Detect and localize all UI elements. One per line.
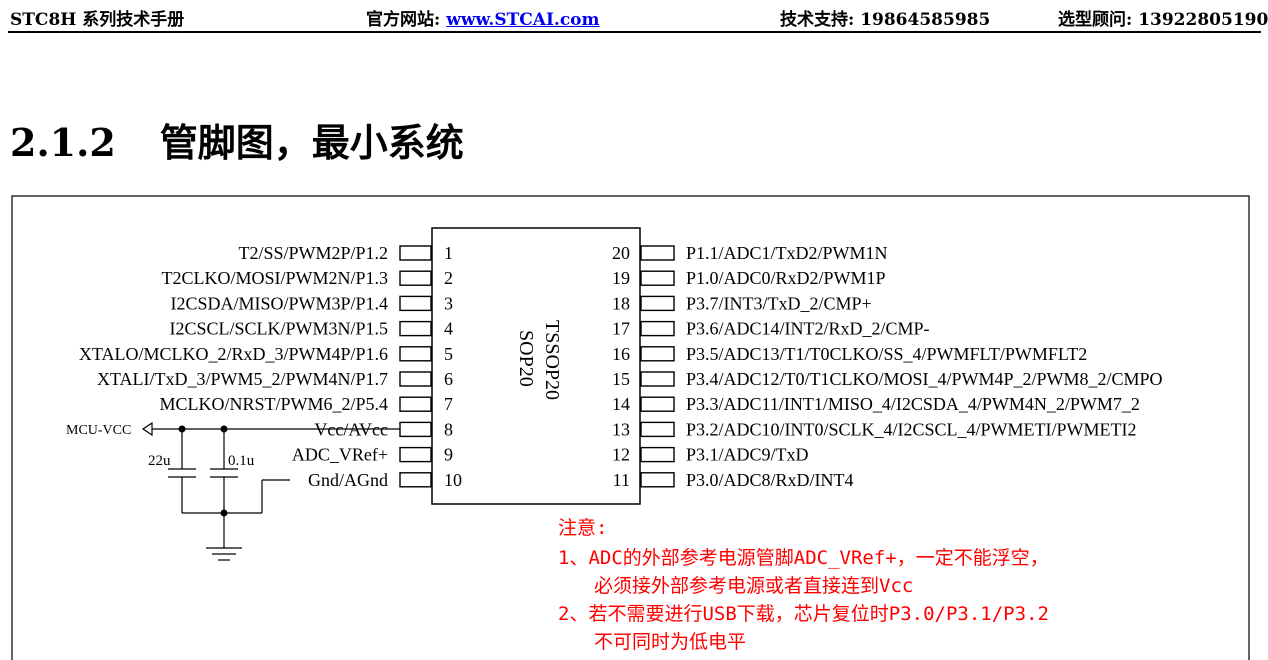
support-phone: 技术支持: 19864585985 (780, 10, 991, 30)
pin-number-left: 8 (444, 419, 453, 439)
mcu-vcc-label: MCU-VCC (66, 423, 131, 438)
pin-box-left (399, 320, 432, 337)
note-line-4: 不可同时为低电平 (594, 631, 746, 653)
pin-number-left: 6 (444, 369, 453, 389)
pin-box-left (399, 245, 432, 261)
pin-number-right: 19 (612, 268, 630, 288)
pin-label-left: XTALI/TxD_3/PWM5_2/PWM4N/P1.7 (97, 369, 388, 389)
pin-box-right (640, 346, 675, 362)
pin-label-right: P3.5/ADC13/T1/T0CLKO/SS_4/PWMFLT/PWMFLT2 (686, 344, 1087, 364)
vcc-arrow (141, 421, 153, 437)
pin-label-right: P3.0/ADC8/RxD/INT4 (686, 470, 854, 490)
junction-dot (220, 425, 228, 433)
pin-label-left: I2CSCL/SCLK/PWM3N/P1.5 (169, 319, 388, 339)
pin-box-right (640, 421, 675, 438)
pin-number-left: 4 (444, 319, 453, 339)
pin-box-left (399, 446, 432, 463)
pin-label-right: P1.1/ADC1/TxD2/PWM1N (686, 243, 888, 263)
pin-box-left (399, 396, 432, 412)
package-name-1: TSSOP20 (541, 320, 563, 400)
pin-box-right (640, 396, 675, 412)
section-title: 管脚图，最小系统 (159, 120, 464, 165)
decoupling-circuit (141, 421, 400, 561)
pin-box-right (640, 245, 675, 261)
pin-number-left: 5 (444, 344, 453, 364)
website: 官方网站: www.STCAI.com (366, 5, 600, 30)
pin-box-right (640, 320, 675, 337)
junction-dot (178, 425, 186, 433)
pin-number-right: 15 (612, 369, 630, 389)
pin-box-right (640, 446, 675, 463)
pin-box-left (399, 295, 432, 312)
pin-label-right: P3.2/ADC10/INT0/SCLK_4/I2CSCL_4/PWMETI/P… (686, 419, 1137, 439)
section-heading: 2.1.2 管脚图，最小系统 (10, 112, 464, 167)
figure-frame (11, 195, 1250, 660)
pin-box-left (399, 421, 432, 438)
pin-label-left: Gnd/AGnd (308, 470, 388, 490)
notes-block: 注意: 1、ADC的外部参考电源管脚ADC_VRef+，一定不能浮空， 必须接外… (558, 517, 1049, 653)
pin-number-left: 7 (444, 394, 453, 414)
pin-label-left: T2/SS/PWM2P/P1.2 (238, 243, 388, 263)
pin-number-right: 13 (612, 419, 630, 439)
note-heading: 注意: (558, 517, 607, 539)
note-line-1: 1、ADC的外部参考电源管脚ADC_VRef+，一定不能浮空， (558, 547, 1049, 569)
website-link[interactable]: www.STCAI.com (446, 10, 600, 30)
pin-number-right: 11 (613, 470, 630, 490)
package-name-2: SOP20 (515, 330, 537, 387)
consult-phone: 选型顾问: 13922805190 (1058, 10, 1268, 30)
note-line-2: 必须接外部参考电源或者直接连到Vcc (594, 575, 913, 597)
pin-number-left: 10 (444, 470, 462, 490)
pin-number-right: 20 (612, 243, 630, 263)
cap2-value: 0.1u (228, 453, 255, 469)
pin-label-right: P1.0/ADC0/RxD2/PWM1P (686, 268, 886, 288)
pin-number-left: 1 (444, 243, 453, 263)
pin-label-right: P3.4/ADC12/T0/T1CLKO/MOSI_4/PWM4P_2/PWM8… (686, 369, 1163, 389)
pin-label-right: P3.3/ADC11/INT1/MISO_4/I2CSDA_4/PWM4N_2/… (686, 394, 1140, 414)
pin-label-left: I2CSDA/MISO/PWM3P/P1.4 (170, 293, 388, 313)
doc-title: STC8H 系列技术手册 (10, 10, 185, 30)
pin-label-left: T2CLKO/MOSI/PWM2N/P1.3 (161, 268, 388, 288)
pin-number-right: 18 (612, 293, 630, 313)
pin-label-left: ADC_VRef+ (292, 445, 388, 465)
pin-box-right (640, 472, 675, 488)
chip-body (431, 227, 641, 505)
pin-number-left: 2 (444, 268, 453, 288)
section-number: 2.1.2 (10, 120, 116, 165)
pin-number-left: 9 (444, 445, 453, 465)
pin-box-right (640, 270, 675, 286)
pin-box-left (399, 371, 432, 387)
pin-box-right (640, 295, 675, 312)
header-divider (8, 31, 1261, 33)
pin-number-right: 14 (612, 394, 630, 414)
page-header: STC8H 系列技术手册 官方网站: www.STCAI.com 技术支持: 1… (0, 0, 1268, 33)
pin-box-right (640, 371, 675, 387)
pin-box-left (399, 472, 432, 488)
pin-box-left (399, 270, 432, 286)
pin-number-right: 12 (612, 445, 630, 465)
pin-number-right: 17 (612, 319, 630, 339)
pin-label-left: XTALO/MCLKO_2/RxD_3/PWM4P/P1.6 (79, 344, 388, 364)
pin-label-right: P3.7/INT3/TxD_2/CMP+ (686, 293, 872, 313)
junction-dot (220, 509, 228, 517)
pin-label-right: P3.1/ADC9/TxD (686, 445, 809, 465)
pin-number-right: 16 (612, 344, 630, 364)
website-label: 官方网站: (366, 10, 447, 30)
note-line-3: 2、若不需要进行USB下载，芯片复位时P3.0/P3.1/P3.2 (558, 603, 1049, 625)
pin-label-right: P3.6/ADC14/INT2/RxD_2/CMP- (686, 319, 930, 339)
pin-number-left: 3 (444, 293, 453, 313)
pin-label-left: MCLKO/NRST/PWM6_2/P5.4 (159, 394, 388, 414)
right-pin-list: P1.1/ADC1/TxD2/PWM1N 20P1.0/ADC0/RxD2/PWM… (612, 243, 1163, 490)
cap1-value: 22u (148, 453, 171, 469)
pin-box-left (399, 346, 432, 362)
